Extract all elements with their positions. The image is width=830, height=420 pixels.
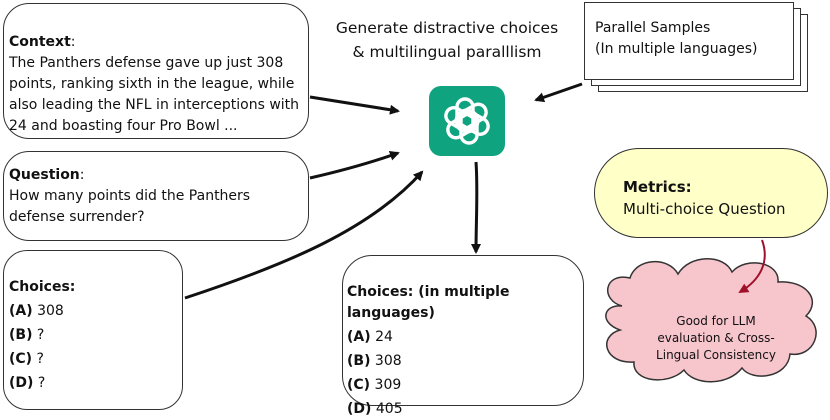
choice-key: (C)	[9, 351, 33, 367]
openai-logo-icon	[429, 86, 505, 156]
metrics-text: Multi-choice Question	[623, 200, 786, 218]
choice-key: (B)	[9, 327, 33, 343]
choice-key: (C)	[347, 377, 371, 393]
context-heading: Context:	[9, 32, 308, 53]
context-line: 24 and boasting four Pro Bowl ...	[9, 118, 238, 134]
choice-item: (D) ?	[9, 373, 182, 394]
choice-value: 24	[375, 329, 393, 345]
parallel-samples-title: Parallel Samples	[595, 20, 711, 36]
choice-key: (D)	[347, 401, 372, 417]
conclusion-line: Good for LLM	[676, 314, 756, 328]
choice-item: (C) 309	[347, 375, 583, 396]
context-line: also leading the NFL in interceptions wi…	[9, 97, 300, 113]
context-box: Context: The Panthers defense gave up ju…	[3, 3, 309, 139]
arrow-parallel-to-logo	[534, 82, 583, 103]
arrow-context-to-logo	[309, 95, 400, 115]
question-label: Question	[9, 167, 80, 183]
arrow-metrics-to-cloud	[738, 239, 766, 294]
conclusion-text: Good for LLM evaluation & Cross- Lingual…	[620, 313, 812, 364]
conclusion-cloud	[605, 258, 817, 383]
parallel-samples-subtitle: (In multiple languages)	[595, 41, 758, 57]
generation-title-line: Generate distractive choices	[335, 19, 559, 37]
choice-value: ?	[36, 327, 45, 343]
choice-item: (A) 308	[9, 301, 182, 322]
question-label-colon: :	[79, 167, 85, 183]
choice-key: (A)	[9, 303, 33, 319]
arrow-logo-to-choices	[471, 161, 482, 254]
choice-item: (B) 308	[347, 351, 583, 372]
choice-value: 405	[375, 401, 403, 417]
choice-item: (D) 405	[347, 399, 583, 420]
choice-value: 308	[374, 353, 402, 369]
metrics-box: Metrics: Multi-choice Question	[594, 148, 828, 238]
question-heading: Question:	[9, 165, 308, 186]
context-label-colon: :	[70, 34, 76, 50]
question-line: How many points did the Panthers	[9, 188, 251, 204]
choice-value: ?	[36, 351, 44, 367]
choices-title: Choices:	[9, 279, 76, 295]
arrow-choices-to-logo	[184, 170, 424, 300]
choices-title: Choices: (in multiple languages)	[347, 284, 510, 321]
choices-box-original: Choices: (A) 308 (B) ? (C) ? (D) ?	[3, 250, 183, 410]
context-line: points, ranking sixth in the league, whi…	[9, 76, 295, 92]
question-line: defense surrender?	[9, 209, 145, 225]
conclusion-line: evaluation & Cross-	[657, 331, 775, 345]
choice-item: (A) 24	[347, 327, 583, 348]
choices-box-multilingual: Choices: (in multiple languages) (A) 24 …	[342, 255, 584, 417]
openai-logo-glyph	[444, 97, 490, 145]
context-label: Context	[9, 34, 71, 50]
conclusion-line: Lingual Consistency	[656, 348, 776, 362]
context-line: The Panthers defense gave up just 308	[9, 55, 284, 71]
choice-item: (C) ?	[9, 349, 182, 370]
generation-title: Generate distractive choices & multiling…	[322, 16, 572, 64]
metrics-label: Metrics:	[623, 178, 692, 196]
choice-key: (A)	[347, 329, 371, 345]
choice-value: 309	[374, 377, 402, 393]
choice-key: (B)	[347, 353, 371, 369]
arrow-question-to-logo	[309, 150, 400, 180]
parallel-samples-card: Parallel Samples (In multiple languages)	[584, 2, 794, 80]
question-box: Question: How many points did the Panthe…	[3, 151, 309, 241]
generation-title-line: & multilingual paralllism	[352, 43, 542, 61]
choice-value: 308	[37, 303, 64, 319]
choice-value: ?	[37, 375, 46, 391]
choice-key: (D)	[9, 375, 34, 391]
choice-item: (B) ?	[9, 325, 182, 346]
